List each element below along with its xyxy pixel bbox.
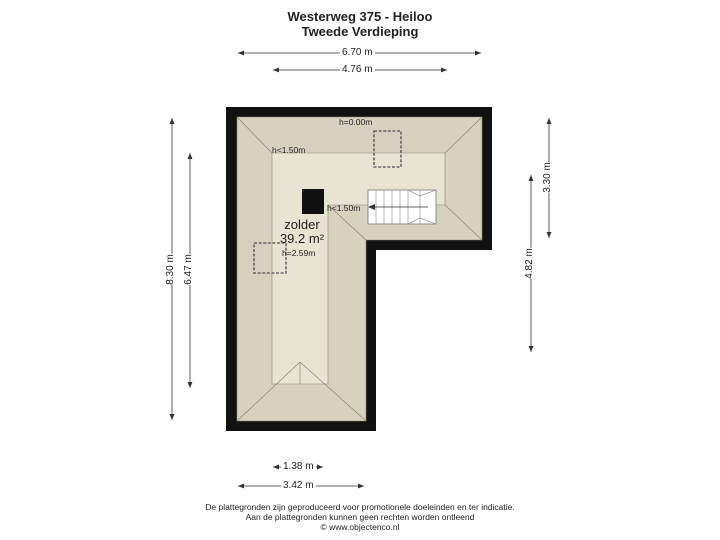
skylight-top — [373, 130, 402, 168]
footer-disclaimer-1: De plattegronden zijn geproduceerd voor … — [205, 502, 515, 512]
plan-title-address: Westerweg 375 - Heiloo — [287, 9, 433, 24]
height-label-stair-side: h<1.50m — [327, 203, 361, 213]
dimension-top-inner: 4.76 m — [340, 64, 375, 75]
footer-disclaimer-2: Aan de plattegronden kunnen geen rechten… — [245, 512, 475, 522]
room-name: zolder — [284, 217, 320, 232]
footer-copyright: © www.objectenco.nl — [320, 522, 400, 532]
dimension-bottom-outer: 3.42 m — [281, 480, 316, 491]
room-area: 39.2 m² — [279, 231, 325, 246]
dimension-right-lower: 4.82 m — [521, 248, 537, 279]
skylight-left — [253, 242, 287, 274]
staircase — [367, 189, 437, 225]
dimension-left-inner: 6.47 m — [180, 254, 196, 285]
dimension-right-upper: 3.30 m — [539, 162, 555, 193]
roof-hip-lines — [236, 116, 483, 422]
chimney — [302, 189, 324, 214]
height-label-ridge: h=0.00m — [339, 117, 373, 127]
dimension-top-outer: 6.70 m — [340, 47, 375, 58]
dimension-left-outer: 8.30 m — [162, 254, 178, 285]
height-label-center: h=2.59m — [282, 248, 316, 258]
height-label-left-slope: h<1.50m — [272, 145, 306, 155]
plan-title-floor: Tweede Verdieping — [301, 24, 419, 39]
dimension-bottom-inner: 1.38 m — [281, 461, 316, 472]
